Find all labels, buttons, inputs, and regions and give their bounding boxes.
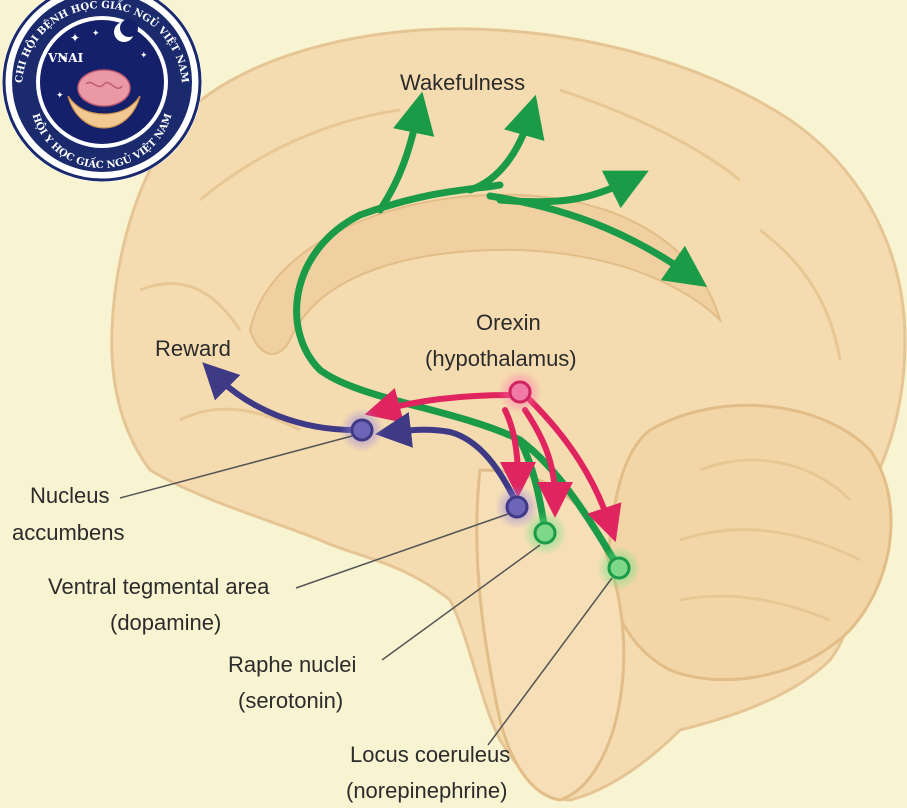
label-orexin-title: Orexin [476,310,541,335]
cerebellum-shape [608,405,891,679]
label-wakefulness: Wakefulness [400,70,525,95]
label-orexin-sub: (hypothalamus) [425,346,577,371]
nucleus-accumbens-node [340,408,384,452]
label-nucleus-line1: Nucleus [30,483,109,508]
svg-text:✦: ✦ [70,31,80,45]
label-raphe-line1: Raphe nuclei [228,652,356,677]
logo-brain-icon [78,70,130,106]
raphe-node [523,511,567,555]
svg-text:✦: ✦ [56,90,64,100]
label-locus-line2: (norepinephrine) [346,778,507,803]
label-raphe-line2: (serotonin) [238,688,343,713]
svg-text:✦: ✦ [92,28,100,38]
svg-text:✦: ✦ [140,50,148,60]
label-reward: Reward [155,336,231,361]
label-nucleus-line2: accumbens [12,520,125,545]
label-vta-line2: (dopamine) [110,610,221,635]
logo-center-text: VNAI [47,51,84,65]
label-locus-line1: Locus coeruleus [350,742,510,767]
label-vta-line1: Ventral tegmental area [48,574,270,599]
orexin-node [498,370,542,414]
locus-coeruleus-node [597,546,641,590]
